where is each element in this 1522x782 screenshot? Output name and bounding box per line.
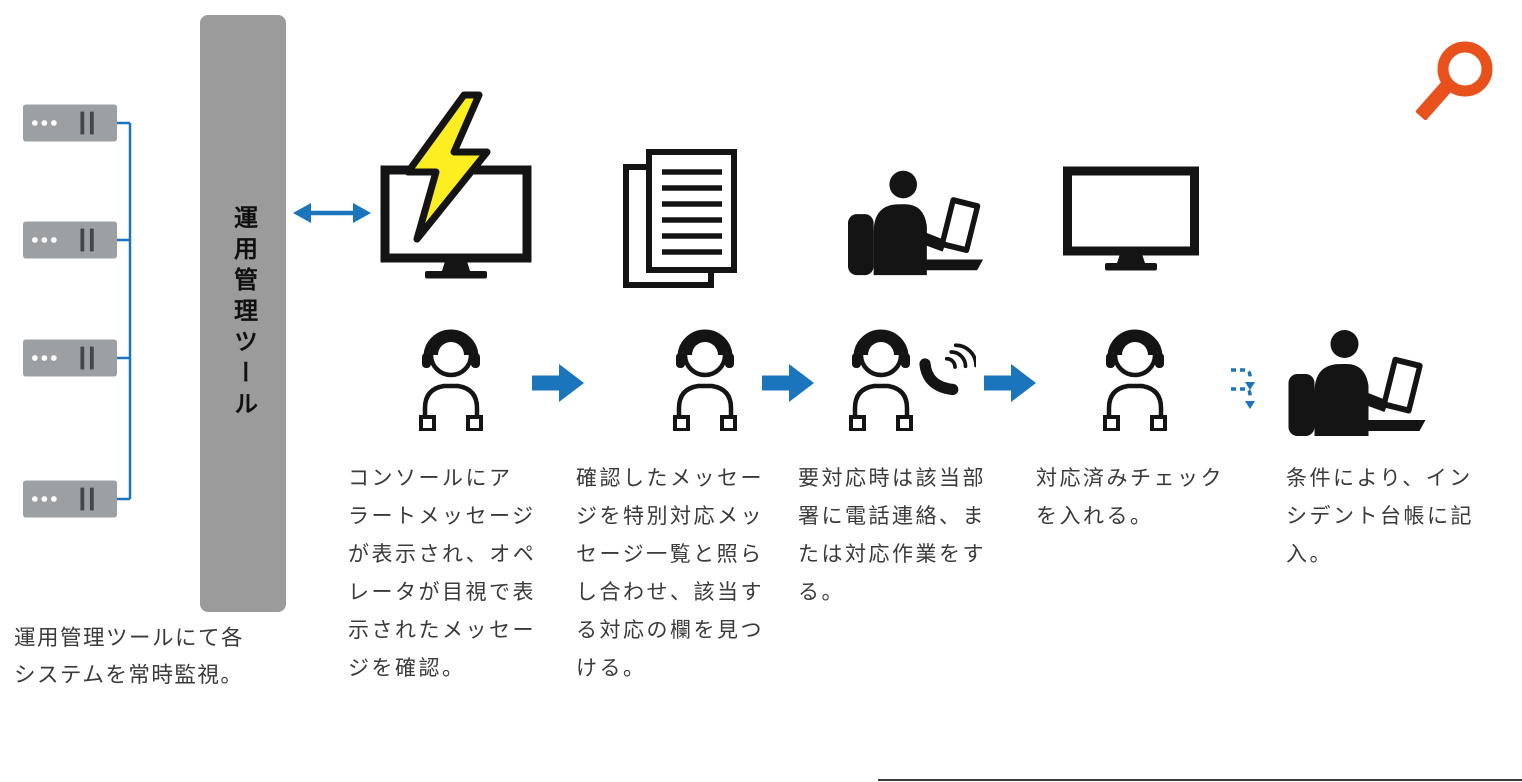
- ops-tool-bar: 運用管理ツール: [200, 15, 286, 612]
- server-icon: [20, 221, 120, 259]
- server-icon: [20, 104, 120, 142]
- operator-icon: [412, 326, 490, 431]
- step-caption: 条件により、イン シデント台帳に記 入。: [1286, 467, 1474, 566]
- server-connector-lines: [117, 112, 137, 507]
- step-caption: 対応済みチェック を入れる。: [1036, 467, 1224, 528]
- flow-arrow-icon: [532, 364, 584, 402]
- monitoring-caption: 運用管理ツールにて各 システムを常時監視。: [14, 626, 245, 687]
- document-stack-icon: [622, 148, 740, 290]
- monitor-icon: [1062, 166, 1200, 272]
- operator-icon: [1096, 326, 1174, 431]
- server-icon: [20, 480, 120, 518]
- bottom-divider: [878, 779, 1522, 781]
- person-laptop-icon: [1286, 328, 1431, 436]
- operator-icon: [666, 326, 744, 431]
- server-icon: [20, 339, 120, 377]
- phone-icon: [916, 340, 976, 400]
- person-laptop-icon: [848, 168, 986, 276]
- flow-arrow-icon: [762, 364, 814, 402]
- lightning-icon: [404, 91, 491, 243]
- step-caption: 要対応時は該当部 署に電話連絡、ま たは対応作業をす る。: [798, 467, 986, 604]
- flow-arrow-icon: [984, 364, 1036, 402]
- step-caption: 確認したメッセー ジを特別対応メッ セージ一覧と照ら し合わせ、該当す る対応の…: [576, 467, 764, 680]
- dashed-arrow-icon: [1228, 358, 1274, 410]
- alert-console-monitor-icon: [372, 88, 537, 288]
- operator-icon: [842, 326, 920, 431]
- magnifier-icon[interactable]: [1416, 40, 1496, 120]
- ops-tool-label: 運用管理ツール: [229, 205, 257, 422]
- two-way-arrow-icon: [293, 198, 371, 228]
- step-caption: コンソールにア ラートメッセージ が表示され、オペ レータが目視で表 示されたメ…: [348, 467, 537, 680]
